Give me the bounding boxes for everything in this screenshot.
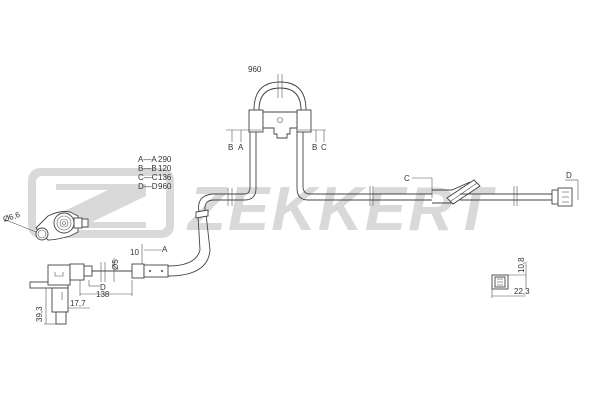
loop-960-label: 960 — [248, 65, 262, 74]
legend-row-b-pair: B—B — [138, 164, 157, 173]
cable-top-loop: 960 B A B C — [226, 65, 345, 201]
cable-left-section: 10 A — [130, 188, 245, 279]
legend-row-a-value: 290 — [158, 155, 172, 164]
sensor-hole-leader — [5, 219, 37, 233]
length-138-label: 138 — [96, 290, 110, 299]
legend-row-d-value: 960 — [158, 182, 172, 191]
height-39-3-label: 39,3 — [35, 306, 44, 322]
zekkert-wordmark: ZEKKERT — [186, 175, 497, 244]
marker-d-right: D — [566, 171, 572, 180]
zekkert-watermark: ZEKKERT — [28, 168, 497, 244]
marker-b-left: B — [228, 143, 233, 152]
legend-row-c-pair: C—C — [138, 173, 158, 182]
marker-c-mid: C — [404, 174, 410, 183]
legend-row-c-value: 136 — [158, 173, 172, 182]
connector-height-label: 10,8 — [517, 257, 526, 273]
sensor-hole-diameter-label: Ø6,6 — [2, 210, 22, 224]
marker-d-left: D — [100, 283, 106, 292]
sensor-head: Ø6,6 — [2, 210, 89, 241]
cable-right-section: C D — [345, 171, 579, 207]
legend-row-b-value: 120 — [158, 164, 172, 173]
marker-b-right: B — [312, 143, 317, 152]
diameter-5-label: Ø5 — [111, 259, 120, 270]
sensor-side-view: Ø5 D 138 17,7 39,3 — [29, 258, 133, 325]
offset-10-label: 10 — [130, 248, 139, 257]
legend-row-d-pair: D—D — [138, 182, 158, 191]
connector-detail: 10,8 22,3 — [491, 257, 530, 298]
marker-c-right: C — [321, 143, 327, 152]
length-17-7-label: 17,7 — [70, 299, 86, 308]
connector-width-label: 22,3 — [514, 287, 530, 296]
marker-a-top: A — [238, 143, 244, 152]
legend-row-a-pair: A—A — [138, 155, 157, 164]
dimension-legend: A—A 290 B—B 120 C—C 136 D—D 960 — [138, 155, 172, 191]
marker-a-left: A — [162, 245, 168, 254]
